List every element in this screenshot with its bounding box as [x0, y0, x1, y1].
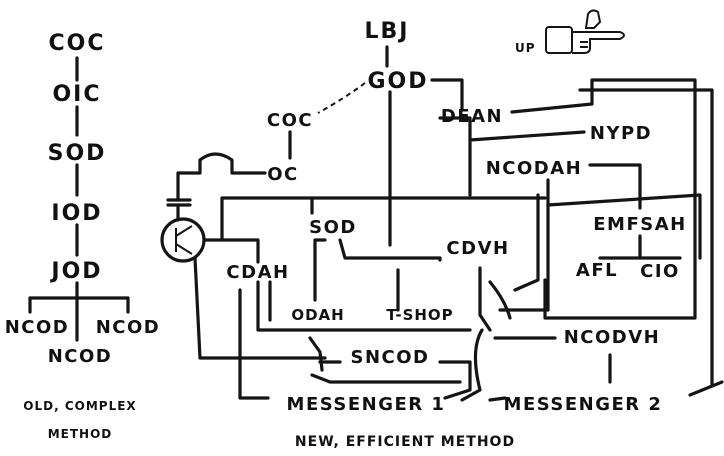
node-afl: AFL	[576, 260, 618, 281]
new-method-wiring	[160, 45, 724, 402]
node-messenger-2: MESSENGER 2	[504, 394, 663, 415]
old-node-ncod-bottom: NCOD	[48, 346, 113, 367]
up-pointer: UP	[515, 9, 625, 55]
pointing-hand-icon	[545, 9, 625, 54]
node-dean: DEAN	[441, 106, 503, 127]
up-label: UP	[515, 41, 536, 55]
node-cdah: CDAH	[226, 262, 289, 283]
node-god: GOD	[367, 69, 428, 94]
old-node-coc: COC	[49, 31, 106, 56]
old-node-ncod-left: NCOD	[5, 317, 70, 338]
node-sncod: SNCOD	[351, 347, 430, 368]
node-ncodvh: NCODVH	[564, 327, 661, 348]
new-caption: NEW, EFFICIENT METHOD	[295, 434, 515, 450]
old-node-oic: OIC	[52, 82, 101, 107]
old-caption-line1: OLD, COMPLEX	[23, 399, 136, 413]
node-emfsah: EMFSAH	[593, 214, 686, 235]
new-method-nodes: LBJ GOD DEAN COC OC NYPD NCODAH SOD CDVH…	[226, 19, 686, 450]
node-coc: COC	[267, 110, 313, 131]
old-node-iod: IOD	[51, 201, 102, 226]
old-method-chart: COC OIC SOD IOD JOD NCOD NCOD NCOD OLD, …	[5, 31, 161, 441]
node-odah: ODAH	[291, 306, 344, 324]
node-cio: CIO	[640, 261, 680, 282]
node-messenger-1: MESSENGER 1	[287, 394, 446, 415]
node-cdvh: CDVH	[446, 238, 509, 259]
node-lbj: LBJ	[365, 19, 410, 44]
old-caption-line2: METHOD	[48, 427, 113, 441]
node-sod: SOD	[309, 217, 357, 238]
node-ncodah: NCODAH	[486, 158, 583, 179]
old-node-jod: JOD	[49, 259, 102, 284]
old-node-sod: SOD	[48, 141, 107, 166]
node-oc: OC	[267, 164, 299, 185]
node-tshop: T-SHOP	[386, 306, 453, 324]
old-node-ncod-right: NCOD	[96, 317, 161, 338]
node-nypd: NYPD	[590, 123, 652, 144]
